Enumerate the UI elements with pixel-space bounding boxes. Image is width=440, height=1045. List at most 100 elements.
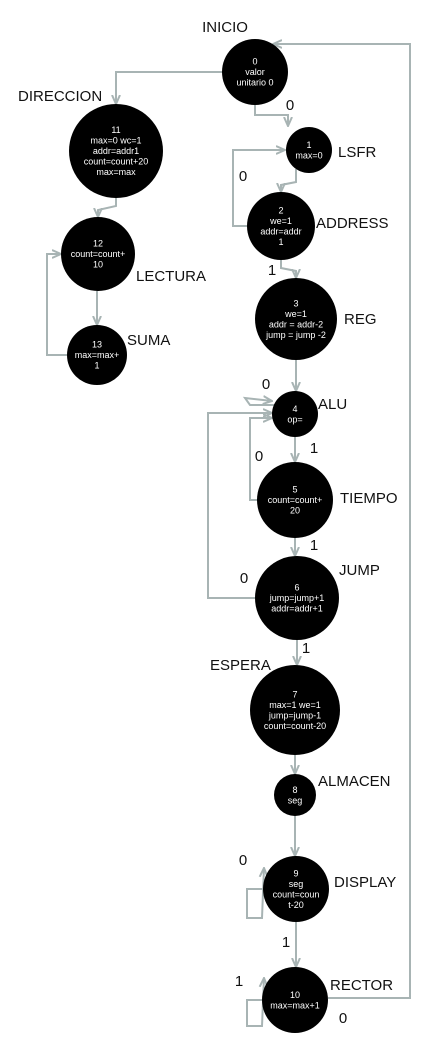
state-number: 11 xyxy=(111,125,120,135)
transition-arrow xyxy=(281,169,297,192)
state-name-label: ALMACEN xyxy=(318,773,391,790)
state-action-line: count=count+20 xyxy=(84,157,149,167)
state-number: 5 xyxy=(292,485,297,495)
state-action-line: unitario 0 xyxy=(236,78,273,88)
state-action-line: max=max+1 xyxy=(270,1000,320,1010)
transition-condition-label: 1 xyxy=(302,640,310,657)
state-action-line: we=1 xyxy=(269,216,292,226)
transition-arrow xyxy=(46,254,67,356)
transition-arrow xyxy=(242,398,275,406)
state-action-line: we=1 xyxy=(284,309,307,319)
state-name-label: RECTOR xyxy=(330,977,393,994)
transition-condition-label: 1 xyxy=(235,973,243,990)
state-name-label: SUMA xyxy=(127,332,170,349)
state-action-line: max=0 wc=1 xyxy=(90,136,141,146)
transition-condition-label: 0 xyxy=(240,570,248,587)
state-action-line: valor xyxy=(245,67,265,77)
state-name-label: LECTURA xyxy=(136,268,206,285)
state-action-line: seg xyxy=(289,879,304,889)
transition-arrow xyxy=(249,418,272,501)
state-circle xyxy=(286,127,332,173)
state-number: 10 xyxy=(290,990,300,1000)
state-name-label: JUMP xyxy=(339,562,380,579)
transition-s0-s11 xyxy=(116,71,225,104)
transition-s5-s4: 0 xyxy=(249,418,272,501)
state-node-alu: 4op=ALU xyxy=(272,391,347,437)
transition-s2-s3: 1 xyxy=(268,260,296,279)
state-action-line: 10 xyxy=(93,260,103,270)
state-number: 2 xyxy=(278,205,283,215)
state-action-line: jump=jump+1 xyxy=(269,593,325,603)
state-action-line: t-20 xyxy=(288,900,304,910)
state-action-line: count=count-20 xyxy=(264,721,326,731)
state-number: 3 xyxy=(293,298,298,308)
transition-arrow xyxy=(232,150,285,227)
state-name-label: ADDRESS xyxy=(316,215,389,232)
state-action-line: addr=addr xyxy=(260,226,301,236)
state-action-line: addr=addr1 xyxy=(93,146,139,156)
state-circle xyxy=(247,192,315,260)
state-number: 1 xyxy=(306,140,311,150)
state-action-line: max=1 we=1 xyxy=(269,700,321,710)
state-action-line: seg xyxy=(288,795,303,805)
state-number: 9 xyxy=(293,868,298,878)
transition-arrow xyxy=(207,413,272,599)
state-action-line: count=count+ xyxy=(71,249,126,259)
transition-arrow xyxy=(116,71,225,104)
transition-condition-label: 0 xyxy=(339,1010,347,1027)
transition-condition-label: 0 xyxy=(239,168,247,185)
state-action-line: max=max xyxy=(96,167,136,177)
state-name-label: REG xyxy=(344,311,377,328)
transition-s10-s10: 1 xyxy=(235,973,264,1027)
transition-s11-s12 xyxy=(98,198,117,217)
state-circle xyxy=(262,967,328,1033)
transition-s5-s6: 1 xyxy=(295,537,318,556)
state-circle xyxy=(272,391,318,437)
transition-arrow xyxy=(98,198,117,217)
transition-s2-s1: 0 xyxy=(232,150,285,227)
state-circle xyxy=(263,856,329,922)
transition-arrow xyxy=(254,105,288,126)
state-action-line: jump = jump -2 xyxy=(265,330,326,340)
state-number: 8 xyxy=(292,785,297,795)
state-action-line: 1 xyxy=(94,361,99,371)
transition-condition-label: 1 xyxy=(268,262,276,279)
transition-condition-label: 1 xyxy=(310,440,318,457)
transition-s6-s4: 0 xyxy=(207,413,272,599)
transition-s9-s10: 1 xyxy=(282,922,296,967)
state-number: 7 xyxy=(292,689,297,699)
transition-arrow xyxy=(280,260,296,278)
state-action-line: jump=jump-1 xyxy=(268,710,321,720)
transition-arrow xyxy=(273,44,411,999)
state-circle xyxy=(257,462,333,538)
state-action-line: op= xyxy=(287,414,302,424)
transition-s4-s4: 0 xyxy=(242,376,275,406)
state-action-line: 20 xyxy=(290,506,300,516)
transition-s9-s9: 0 xyxy=(239,852,264,919)
state-name-label: DIRECCION xyxy=(18,88,102,105)
state-action-line: addr = addr-2 xyxy=(269,319,323,329)
state-number: 0 xyxy=(252,57,257,67)
transition-condition-label: 0 xyxy=(255,448,263,465)
state-action-line: max=max+ xyxy=(75,350,120,360)
state-circle xyxy=(274,774,316,816)
transition-s0-s1: 0 xyxy=(254,97,294,126)
transition-s4-s5: 1 xyxy=(295,437,318,462)
transition-arrow xyxy=(246,978,264,1027)
state-name-label: DISPLAY xyxy=(334,874,396,891)
transition-condition-label: 1 xyxy=(310,537,318,554)
state-action-line: 1 xyxy=(278,237,283,247)
